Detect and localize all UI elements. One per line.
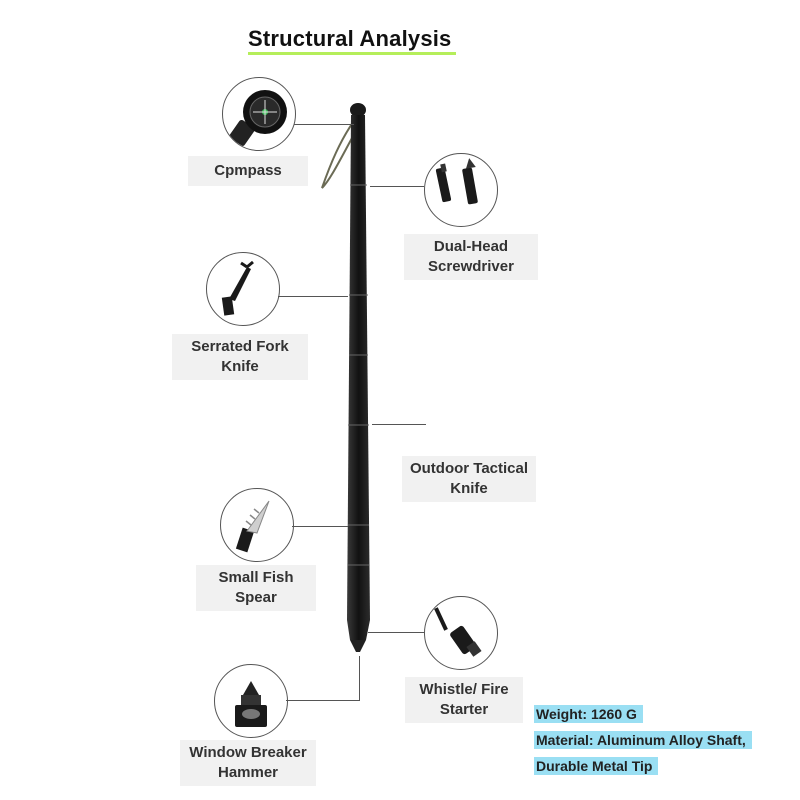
fish-spear-icon [235, 500, 270, 553]
tactical-knife-label-line1: Outdoor Tactical [409, 460, 529, 477]
title-underline [248, 52, 456, 55]
spec-material-tip-text: Durable Metal Tip [534, 757, 659, 775]
whistle-connector [368, 632, 424, 633]
spec-weight-text: Weight: 1260 G [534, 705, 643, 723]
hammer-label-line2: Hammer [217, 764, 279, 781]
screwdriver-image [424, 153, 498, 227]
fork-knife-label: Serrated Fork Knife [172, 334, 308, 380]
fork-knife-label-line2: Knife [221, 358, 259, 375]
screwdriver-label: Dual-Head Screwdriver [404, 234, 538, 280]
compass-label: Cpmpass [188, 156, 308, 186]
hammer-icon [235, 681, 267, 727]
whistle-image [424, 596, 498, 670]
spec-weight: Weight: 1260 G [534, 705, 643, 724]
screwdriver-label-line1: Dual-Head [433, 238, 509, 255]
fork-knife-connector [278, 296, 348, 297]
hammer-image [214, 664, 288, 738]
whistle-label: Whistle/ Fire Starter [405, 677, 523, 723]
fork-knife-icon [221, 260, 254, 316]
compass-icon [229, 90, 287, 146]
screwdriver-label-line2: Screwdriver [428, 258, 514, 275]
whistle-label-line2: Starter [439, 701, 489, 718]
hammer-label-line1: Window Breaker [189, 744, 307, 761]
hammer-label: Window Breaker Hammer [180, 740, 316, 786]
fork-knife-label-line1: Serrated Fork [191, 338, 289, 355]
spec-material-text: Material: Aluminum Alloy Shaft, [534, 731, 752, 749]
fish-spear-connector [292, 526, 348, 527]
hammer-connector-vertical [359, 656, 360, 701]
compass-connector [294, 124, 354, 125]
fish-spear-label: Small Fish Spear [196, 565, 316, 611]
whistle-label-line1: Whistle/ Fire [419, 681, 509, 698]
fish-spear-label-line1: Small Fish [218, 569, 294, 586]
spec-material-tip: Durable Metal Tip [534, 757, 659, 776]
fish-spear-label-line2: Spear [235, 589, 277, 606]
screwdriver-connector [370, 186, 424, 187]
spec-material: Material: Aluminum Alloy Shaft, [534, 731, 752, 750]
compass-label-text: Cpmpass [214, 162, 282, 179]
hammer-connector-horizontal [286, 700, 360, 701]
fork-knife-image [206, 252, 280, 326]
compass-image [222, 77, 296, 151]
page-title: Structural Analysis [248, 26, 452, 51]
tactical-knife-connector [372, 424, 426, 425]
tactical-knife-label: Outdoor Tactical Knife [402, 456, 536, 502]
tactical-knife-label-line2: Knife [450, 480, 488, 497]
fish-spear-image [220, 488, 294, 562]
whistle-icon [434, 607, 482, 657]
screwdriver-icon [435, 158, 478, 205]
